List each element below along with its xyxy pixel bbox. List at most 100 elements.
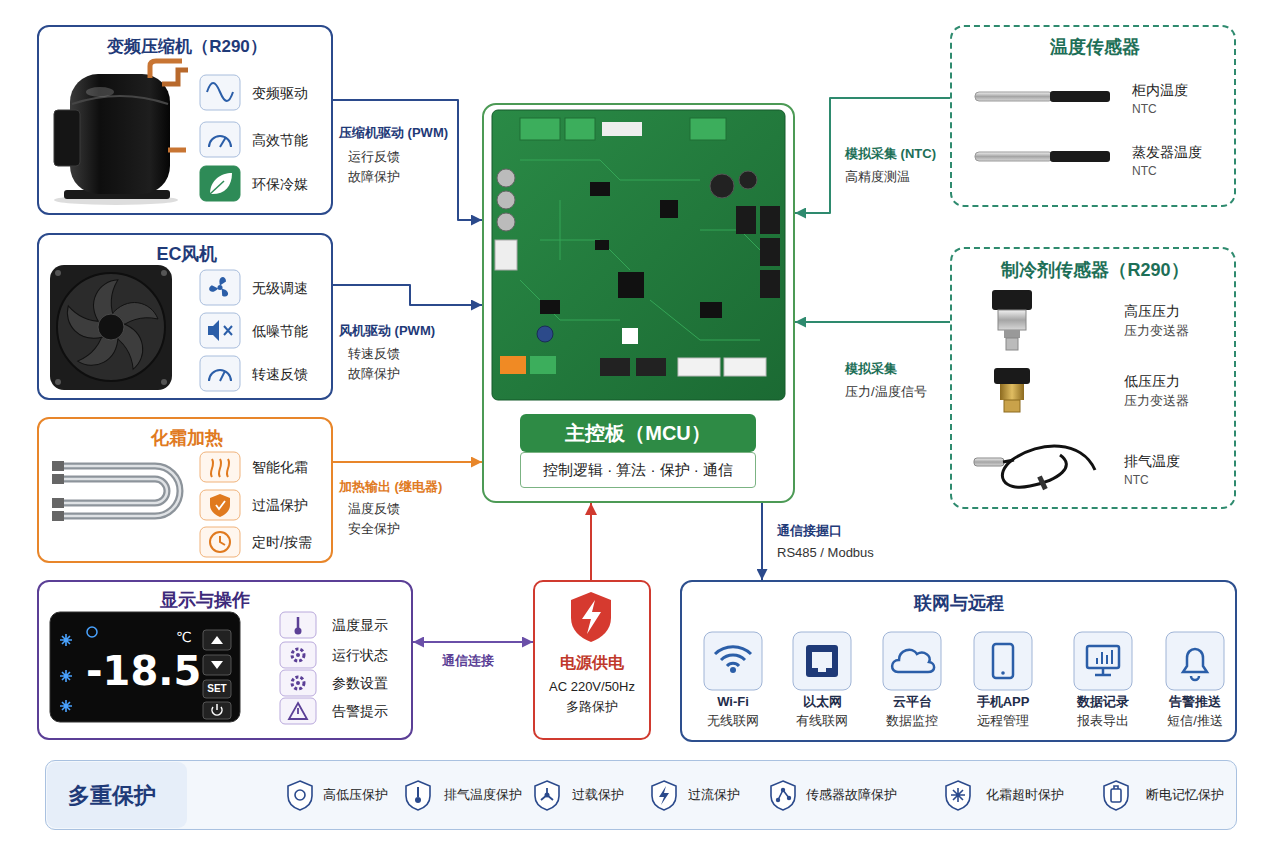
network-icon-part	[704, 632, 762, 690]
feature-icon-part	[292, 649, 304, 661]
ntc-probe-picture-part	[975, 92, 1053, 101]
ntc-probe-picture-part	[1050, 91, 1110, 102]
pcb-picture-part	[678, 358, 720, 376]
feature-icon-part	[297, 708, 299, 714]
box-text: 低噪节能	[252, 322, 308, 340]
fan-picture-part	[161, 379, 167, 385]
box-text: 高效节能	[252, 131, 308, 149]
protection-icon-part	[288, 781, 312, 810]
ntc-probe-picture-part	[975, 152, 1053, 161]
network-icon-part-part	[727, 663, 739, 666]
feature-icon-part	[200, 452, 240, 482]
pcb-picture-part	[520, 160, 760, 340]
feature-icon	[280, 612, 316, 724]
fan-picture-part	[55, 270, 61, 276]
heater-picture	[52, 461, 180, 521]
pcb-picture-part	[760, 206, 780, 234]
feature-icon-part	[200, 356, 240, 391]
network-icon-part	[812, 652, 832, 672]
pcb-picture-part	[724, 358, 766, 376]
box-text: 变频驱动	[252, 84, 308, 102]
box-title: 制冷剂传感器（R290）	[962, 259, 1228, 282]
protection-icon-part	[406, 781, 430, 810]
discharge-probe-picture-part	[1002, 446, 1095, 487]
box-text: 告警提示	[332, 702, 388, 720]
sensor-box: 温度传感器柜内温度NTC蒸发器温度NTC	[950, 25, 1236, 207]
box-text: 柜内温度	[1132, 81, 1188, 99]
box-text: 过温保护	[252, 496, 308, 514]
feature-icon-part	[208, 277, 230, 298]
box-text: 压力变送器	[1124, 322, 1189, 339]
box-title: 以太网	[782, 693, 862, 710]
pcb-picture	[492, 110, 785, 400]
pcb-picture-part	[600, 358, 630, 376]
box-title: EC风机	[59, 243, 315, 266]
connector	[761, 503, 763, 580]
protection-icon-part	[776, 798, 780, 802]
box-text: 环保冷媒	[252, 175, 308, 193]
connector-label: 模拟采集 (NTC)	[843, 145, 938, 162]
display-picture-part	[211, 636, 223, 644]
pcb-picture-part	[565, 118, 595, 140]
pressure-transducer-picture-part	[1004, 330, 1020, 338]
feature-icon-part	[280, 670, 316, 696]
protection-icon-part	[781, 788, 785, 792]
heater-picture-part	[62, 466, 180, 516]
box-text: 化霜超时保护	[986, 786, 1064, 803]
protection-icon-part	[295, 790, 305, 800]
pcb-picture-part	[700, 302, 722, 318]
pcb-picture-part	[537, 326, 553, 342]
feature-icon-part	[297, 617, 300, 628]
network-icon-part	[793, 632, 851, 690]
protection-band-ground-part	[45, 760, 1237, 830]
protection-icon-part	[1111, 789, 1121, 802]
box-title: 联网与远程	[682, 592, 1235, 615]
feature-icon	[200, 452, 240, 557]
pcb-picture-part	[492, 110, 785, 400]
signal-note: 高精度测温	[843, 168, 912, 185]
box-title: 数据记录	[1063, 693, 1143, 710]
pcb-picture-part	[636, 358, 666, 376]
network-item: 手机APP远程管理	[963, 630, 1043, 740]
box-title: 云平台	[872, 693, 952, 710]
pressure-transducer-picture-part	[1000, 384, 1024, 400]
compressor-picture	[54, 61, 188, 205]
protection-band-ground-part	[47, 762, 187, 828]
protection-icon-part	[545, 793, 550, 798]
box-text: AC 220V/50Hz	[535, 678, 649, 695]
box-text: 低压压力	[1124, 372, 1180, 390]
signal-note: 温度反馈	[346, 500, 402, 517]
feature-icon-part	[220, 536, 225, 545]
protection-icon-part	[415, 797, 421, 803]
connector	[333, 100, 482, 220]
signal-note: 故障保护	[346, 365, 402, 382]
box-text: 高低压保护	[323, 786, 388, 803]
feature-icon-part	[209, 370, 231, 381]
display-picture-part	[203, 655, 231, 675]
feature-icon	[200, 270, 240, 391]
protection-band-ground	[45, 760, 1237, 830]
feature-icon-part	[292, 677, 304, 689]
connector	[590, 503, 592, 580]
heater-picture-part	[62, 479, 167, 503]
box-text: 定时/按需	[252, 533, 312, 551]
connector-label: 通信连接	[440, 652, 496, 669]
compressor-picture-part	[86, 87, 114, 97]
display-picture	[50, 612, 240, 722]
fan-picture-part	[57, 273, 165, 381]
pcb-picture-part	[739, 171, 757, 189]
box-text: NTC	[1124, 472, 1149, 488]
connector	[795, 321, 950, 323]
network-icon-part	[806, 645, 838, 677]
display-picture-part	[203, 680, 231, 698]
feature-icon-part	[296, 653, 300, 657]
fan-picture-part	[161, 270, 167, 276]
box-text: 过流保护	[688, 786, 740, 803]
feature-icon-part	[280, 642, 316, 668]
pcb-picture-part	[500, 356, 526, 374]
feature-icon-part	[220, 137, 226, 147]
feature-icon-part	[280, 612, 316, 638]
feature-icon-part	[200, 527, 240, 557]
